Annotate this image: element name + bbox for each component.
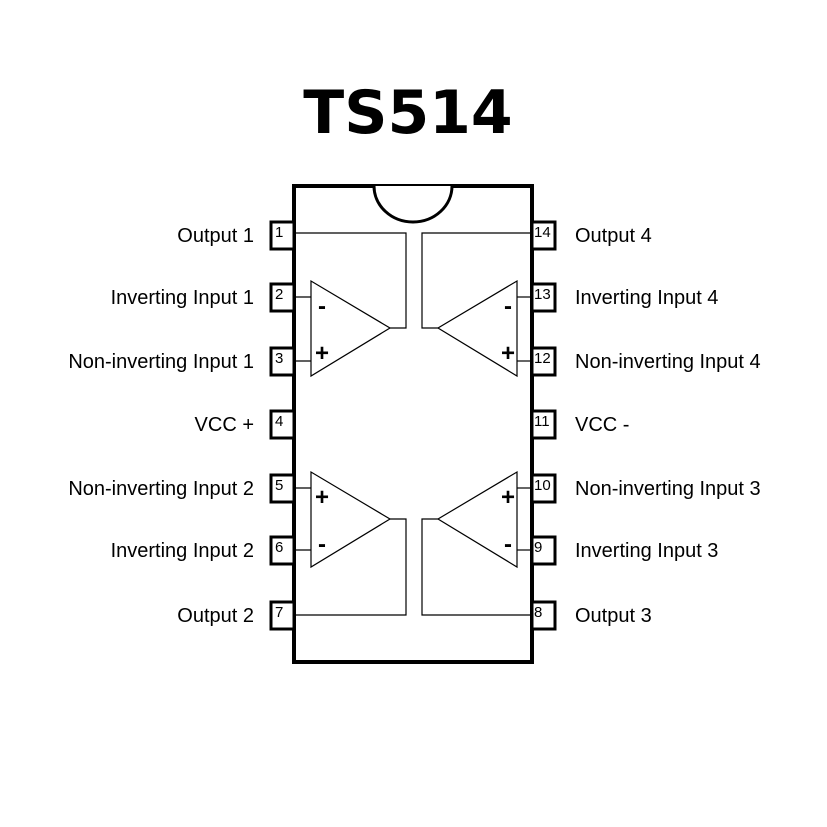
pin-label: Non-inverting Input 1 [68, 351, 254, 373]
opamp-triangle [436, 470, 518, 569]
pin-box [269, 220, 296, 251]
bottom-input-sign: + [315, 340, 329, 367]
pin-label: Inverting Input 2 [111, 540, 254, 562]
pin-3: 3 Non-inverting Input 1 [68, 346, 296, 377]
top-input-sign: - [504, 293, 512, 320]
pin-4: 4 VCC + [195, 409, 296, 440]
opamp-4: -+ [421, 232, 532, 378]
pin-number: 1 [275, 224, 283, 241]
output-wire [294, 518, 407, 616]
opamp-triangle [310, 279, 392, 378]
pin-label: Inverting Input 3 [575, 540, 718, 562]
pin-label: Output 3 [575, 605, 652, 627]
pin-box [530, 409, 557, 440]
output-wire [421, 232, 532, 329]
top-input-sign: - [318, 293, 326, 320]
pin-label: Non-inverting Input 3 [575, 478, 761, 500]
pin-label: Non-inverting Input 4 [575, 351, 761, 373]
pin-5: 5 Non-inverting Input 2 [68, 473, 296, 504]
output-wire [421, 518, 532, 616]
chip-title: TS514 [303, 78, 512, 148]
pin-13: 13 Inverting Input 4 [530, 282, 718, 313]
pin-10: 10 Non-inverting Input 3 [530, 473, 761, 504]
pin-label: Inverting Input 4 [575, 287, 718, 309]
pin-6: 6 Inverting Input 2 [111, 535, 296, 566]
opamp-2: +- [294, 470, 407, 616]
pin-number: 5 [275, 477, 283, 494]
notch [372, 185, 454, 224]
pin-number: 11 [534, 413, 550, 430]
pin-label: Non-inverting Input 2 [68, 478, 254, 500]
pin-14: 14 Output 4 [530, 220, 652, 251]
pin-11: 11 VCC - [530, 409, 629, 440]
opamp-3: +- [421, 470, 532, 616]
top-input-sign: + [315, 484, 329, 511]
pin-label: Output 2 [177, 605, 254, 627]
bottom-input-sign: + [501, 340, 515, 367]
pin-number: 3 [275, 350, 283, 367]
pin-box [269, 409, 296, 440]
pin-9: 9 Inverting Input 3 [530, 535, 718, 566]
pin-number: 13 [534, 286, 551, 303]
pin-label: VCC + [195, 414, 254, 436]
opamp-triangle [310, 470, 392, 569]
opamp-1: -+ [294, 232, 407, 378]
pin-label: VCC - [575, 414, 629, 436]
output-wire [294, 232, 407, 329]
pin-1: 1 Output 1 [177, 220, 296, 251]
pin-label: Output 1 [177, 225, 254, 247]
pin-number: 14 [534, 224, 551, 241]
pin-number: 12 [534, 350, 551, 367]
bottom-input-sign: - [318, 531, 326, 558]
pin-8: 8 Output 3 [530, 600, 652, 631]
pin-label: Output 4 [575, 225, 652, 247]
top-input-sign: + [501, 484, 515, 511]
pin-number: 2 [275, 286, 283, 303]
pin-7: 7 Output 2 [177, 600, 296, 631]
pin-number: 7 [275, 604, 283, 621]
pin-number: 10 [534, 477, 551, 494]
pin-number: 4 [275, 413, 283, 430]
opamp-triangle [436, 279, 518, 378]
pin-number: 9 [534, 539, 542, 556]
pin-12: 12 Non-inverting Input 4 [530, 346, 761, 377]
chip-body [292, 184, 534, 664]
pin-label: Inverting Input 1 [111, 287, 254, 309]
pin-number: 8 [534, 604, 542, 621]
bottom-input-sign: - [504, 531, 512, 558]
pin-number: 6 [275, 539, 283, 556]
pin-2: 2 Inverting Input 1 [111, 282, 296, 313]
pin-box [530, 220, 557, 251]
